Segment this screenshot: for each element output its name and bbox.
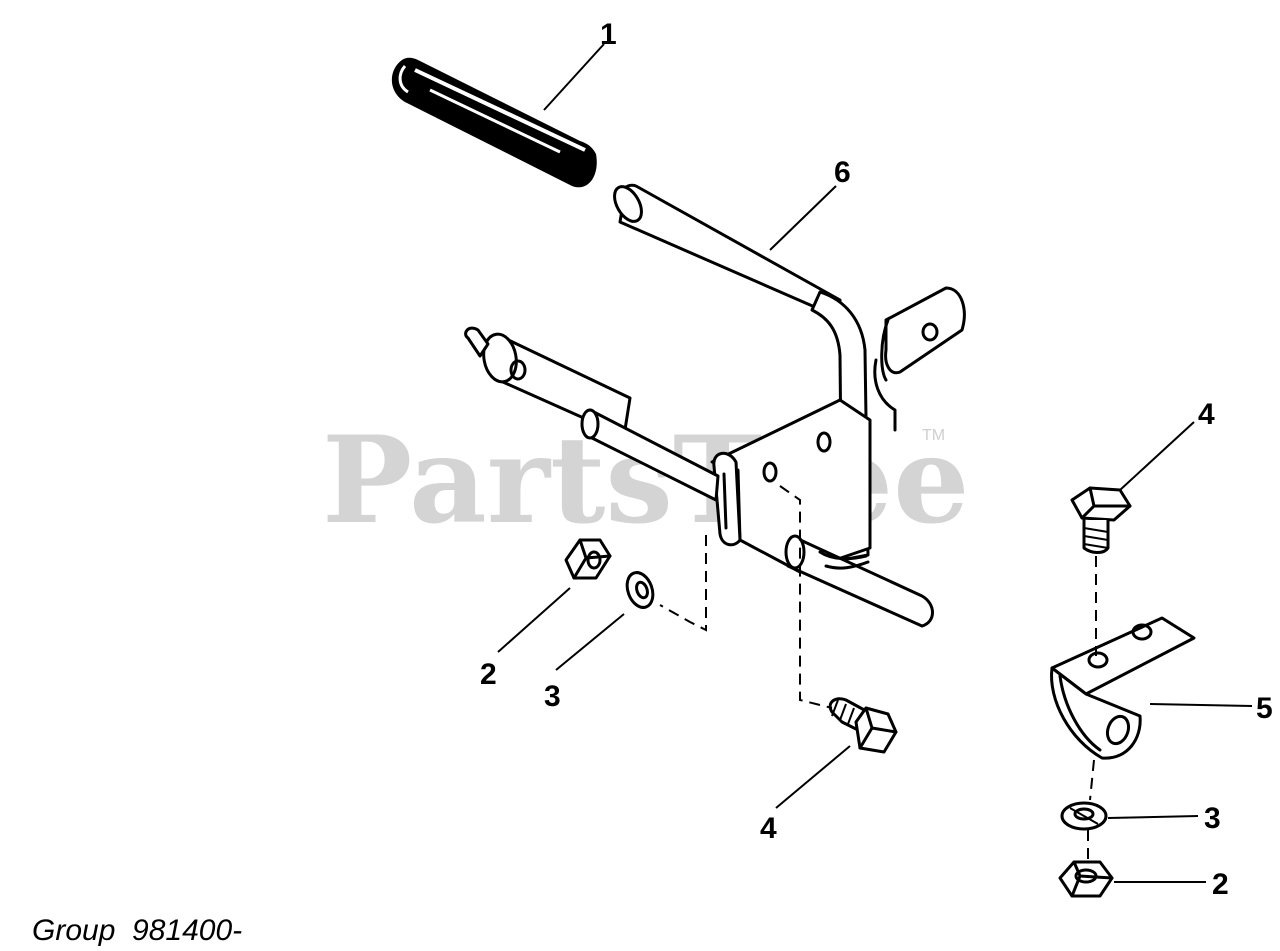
part-mounting-bracket[interactable] (1050, 616, 1196, 760)
part-lock-washer-left[interactable] (623, 569, 658, 611)
callout-2-right[interactable]: 2 (1212, 868, 1229, 901)
callout-2-left[interactable]: 2 (480, 658, 497, 691)
callout-6[interactable]: 6 (834, 156, 851, 189)
callout-3-right[interactable]: 3 (1204, 802, 1221, 835)
callouts: 1 6 4 5 2 3 4 3 2 (480, 18, 1273, 901)
part-bolt-bottom[interactable] (828, 697, 898, 754)
assembly-lines (659, 485, 1097, 860)
watermark-text: PartsTree (322, 410, 969, 551)
callout-1[interactable]: 1 (600, 18, 617, 51)
leader-lines (497, 43, 1253, 883)
part-lock-washer-right[interactable] (1060, 801, 1108, 831)
part-hex-nut-left[interactable] (564, 538, 612, 580)
group-label: Group 981400- (32, 914, 242, 947)
callout-3-left[interactable]: 3 (544, 680, 561, 713)
part-control-lever[interactable] (464, 182, 966, 628)
part-bolt-right[interactable] (1070, 486, 1132, 554)
callout-5[interactable]: 5 (1256, 692, 1273, 725)
watermark-trademark: TM (922, 427, 945, 444)
part-hex-nut-right[interactable] (1058, 860, 1114, 898)
part-handle-grip[interactable] (391, 57, 597, 188)
callout-4-right[interactable]: 4 (1198, 398, 1215, 431)
callout-4-bottom[interactable]: 4 (760, 812, 777, 845)
